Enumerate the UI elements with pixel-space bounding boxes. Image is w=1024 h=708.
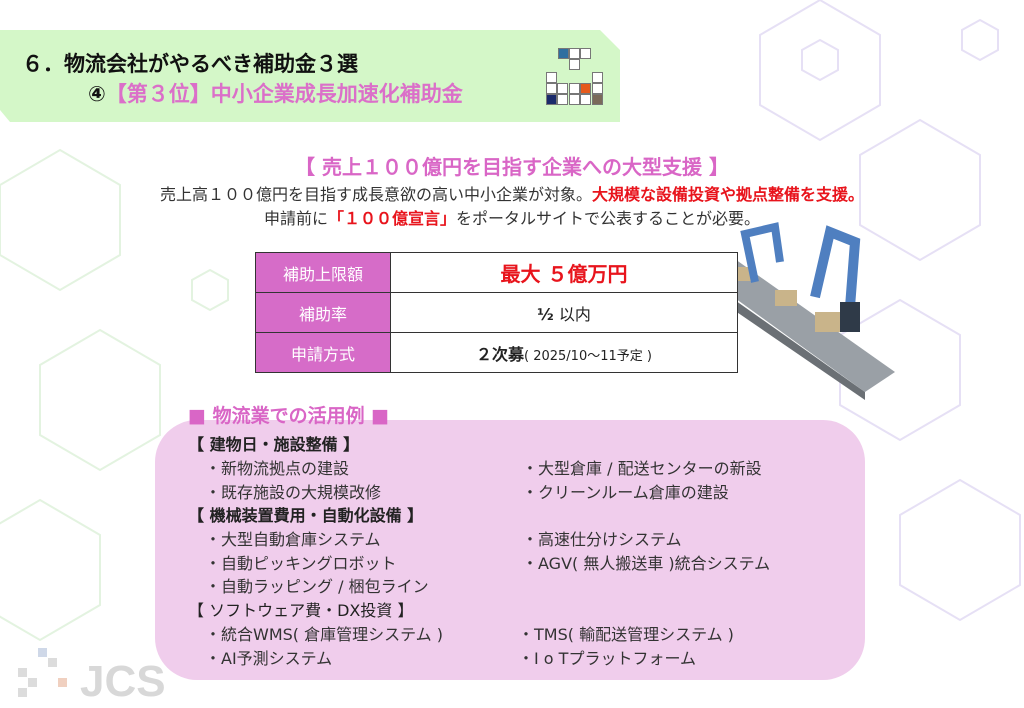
list-item: ・自動ラッピング / 梱包ライン	[205, 577, 429, 596]
title-banner	[0, 30, 620, 122]
method-value: ２次募	[476, 344, 525, 364]
subtitle-text: 【第３位】中小企業成長加速化補助金	[105, 82, 463, 106]
list-item: ・クリーンルーム倉庫の建設	[522, 483, 729, 502]
list-item: ・既存施設の大規模改修	[205, 483, 382, 502]
intro-highlight: 「１００億宣言」	[327, 209, 456, 228]
list-item: ・大型自動倉庫システム	[205, 530, 381, 549]
logo-text: JCS	[80, 657, 166, 698]
list-item: ・TMS( 輸配送管理システム )	[518, 625, 734, 644]
row-label: 申請方式	[255, 332, 391, 373]
use-cases-box	[155, 420, 865, 680]
category-title: 【 機械装置費用・自動化設備 】	[188, 506, 424, 525]
page-title: ６．物流会社がやるべき補助金３選	[22, 52, 358, 76]
intro-text: 売上高１００億円を目指す成長意欲の高い中小企業が対象。	[159, 185, 592, 204]
rate-suffix: 以内	[553, 304, 591, 324]
row-value: ½ 以内	[390, 292, 738, 333]
jcs-logo: JCS	[18, 648, 218, 706]
category-title: 【 建物日・施設整備 】	[188, 435, 360, 454]
list-item: ・AI予測システム	[205, 649, 333, 668]
row-label: 補助上限額	[255, 252, 391, 293]
list-item: ・新物流拠点の建設	[205, 459, 350, 478]
list-item: ・大型倉庫 / 配送センターの新設	[522, 459, 762, 478]
method-schedule: ( 2025/10～11予定 )	[524, 348, 652, 364]
headline: 【 売上１００億円を目指す企業への大型支援 】	[295, 155, 729, 179]
list-item: ・統合WMS( 倉庫管理システム )	[205, 625, 443, 644]
subtitle-number: ④	[88, 82, 106, 106]
row-label: 補助率	[255, 292, 391, 333]
intro-line-1: 売上高１００億円を目指す成長意欲の高い中小企業が対象。大規模な設備投資や拠点整備…	[0, 181, 1024, 205]
page-subtitle: ④【第３位】中小企業成長加速化補助金	[88, 78, 463, 108]
jcs-logo-mark-icon: JCS	[18, 648, 166, 706]
intro-text: をポータルサイトで公表することが必要。	[456, 209, 761, 228]
category-title: 【 ソフトウェア費・DX投資 】	[188, 601, 414, 620]
list-item: ・高速仕分けシステム	[522, 530, 682, 549]
row-value: ２次募( 2025/10～11予定 )	[390, 332, 738, 373]
intro-text: 申請前に	[263, 209, 328, 228]
row-value: 最大 ５億万円	[390, 252, 738, 293]
intro-highlight: 大規模な設備投資や拠点整備を支援。	[592, 185, 865, 204]
rate-value: ½	[537, 304, 554, 324]
list-item: ・AGV( 無人搬送車 )統合システム	[522, 554, 771, 573]
table-row: 補助上限額最大 ５億万円	[255, 252, 738, 293]
section-title: ■ 物流業での活用例 ■	[188, 405, 390, 427]
intro-line-2: 申請前に「１００億宣言」をポータルサイトで公表することが必要。	[0, 205, 1024, 229]
list-item: ・自動ピッキングロボット	[205, 554, 397, 573]
list-item: ・I o Tプラットフォーム	[518, 649, 696, 668]
